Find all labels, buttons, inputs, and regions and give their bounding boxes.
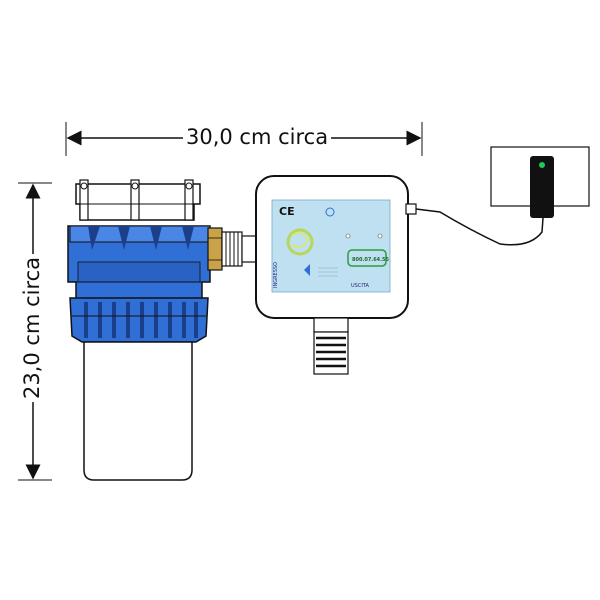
power-led-icon: [539, 162, 545, 168]
swirl-logo-icon: [286, 228, 314, 256]
phone-number: 800.07.64.55: [352, 257, 390, 263]
outlet-fitting: [313, 317, 349, 375]
filter-collar: [69, 297, 209, 343]
cable-gland: [405, 203, 417, 215]
filter-bowl: [83, 341, 193, 481]
inlet-label: INGRESSO: [273, 262, 279, 289]
outlet-label: USCITA: [351, 283, 369, 289]
phone-number-box: [347, 249, 387, 267]
power-cable: [415, 208, 544, 246]
height-dimension-label: 23,0 cm circa: [18, 253, 46, 403]
brass-fitting: [207, 227, 257, 271]
power-adapter: [490, 146, 590, 218]
flow-arrow-icon: [304, 264, 310, 276]
controller-panel: [271, 199, 391, 293]
controller-box: [255, 175, 417, 319]
filter-head: [67, 225, 211, 301]
brand-logo-icon: [325, 207, 335, 217]
status-led-right-icon: [377, 233, 383, 239]
ce-mark: CE: [279, 205, 295, 218]
mounting-bracket: [75, 179, 201, 221]
width-dimension-label: 30,0 cm circa: [183, 123, 332, 151]
filter-unit: [67, 179, 211, 481]
adapter-body: [530, 156, 554, 218]
status-led-left-icon: [345, 233, 351, 239]
